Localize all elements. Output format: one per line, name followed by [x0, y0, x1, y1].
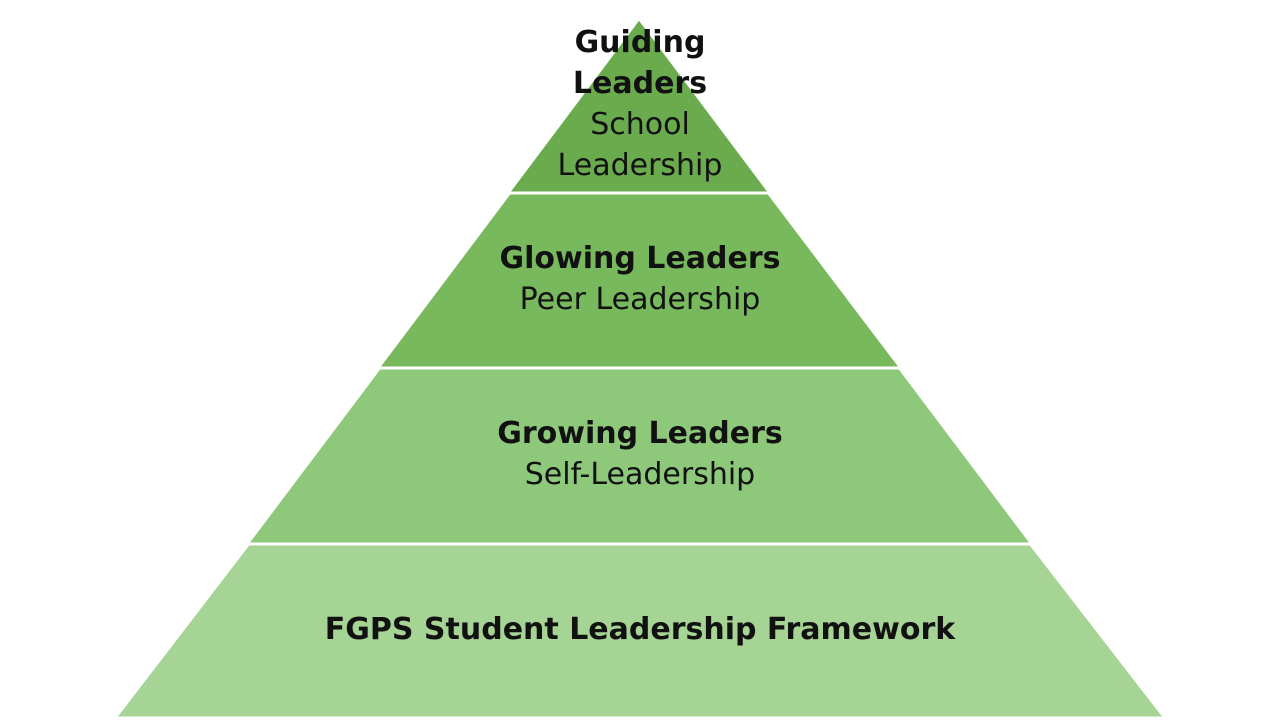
tier-label-guiding: Guiding Leaders School Leadership: [0, 22, 1280, 186]
tier-subtitle: Self-Leadership: [524, 457, 756, 492]
pyramid-tier-third: [247, 368, 1032, 544]
tier-title: Growing Leaders: [497, 416, 783, 451]
tier-title: Glowing Leaders: [499, 241, 781, 276]
tier-label-growing: Growing Leaders Self-Leadership: [0, 413, 1280, 495]
tier-subtitle: Peer Leadership: [519, 282, 761, 317]
pyramid-tier-second: [378, 193, 901, 368]
pyramid-tier-base: [115, 544, 1165, 718]
tier-label-framework: FGPS Student Leadership Framework: [0, 609, 1280, 650]
tier-title: Guiding Leaders: [572, 25, 708, 101]
tier-label-glowing: Glowing Leaders Peer Leadership: [0, 238, 1280, 320]
pyramid-tier-top: [509, 19, 769, 193]
tier-subtitle: School Leadership: [557, 107, 723, 183]
framework-title: FGPS Student Leadership Framework: [324, 612, 956, 647]
